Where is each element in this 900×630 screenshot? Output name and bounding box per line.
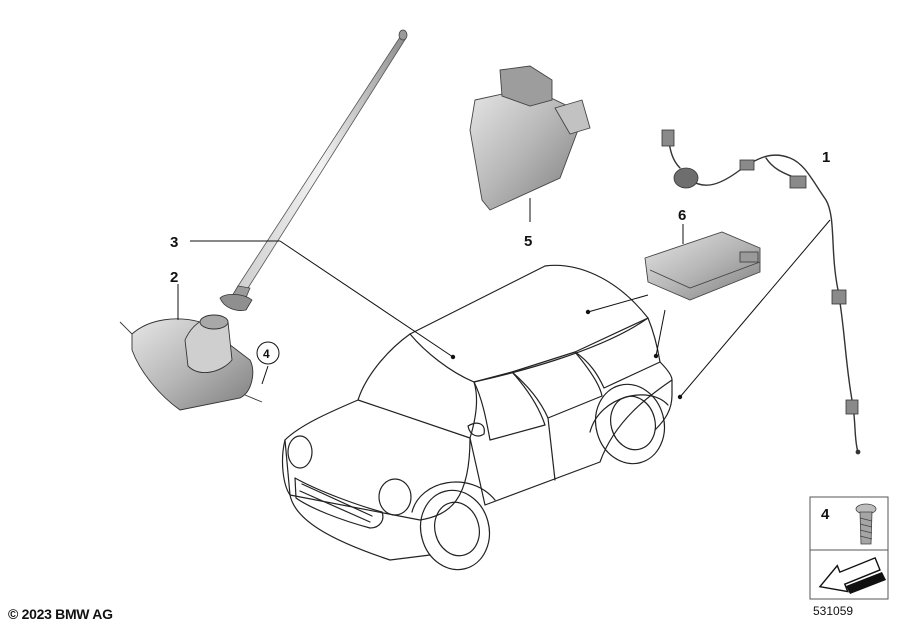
control-unit xyxy=(469,65,591,211)
document-number: 531059 xyxy=(813,604,854,618)
callout-5: 5 xyxy=(524,233,532,250)
antenna-base xyxy=(119,314,263,411)
callout-4-circle xyxy=(256,341,280,365)
leader-lines xyxy=(177,198,831,398)
cable-connectors xyxy=(661,129,861,455)
callout-2: 2 xyxy=(170,269,178,286)
car-outline xyxy=(281,264,673,571)
receiver-module xyxy=(644,231,761,301)
arrow-pointer-icon xyxy=(818,556,886,594)
callout-3: 3 xyxy=(170,234,178,251)
callout-1: 1 xyxy=(822,149,830,166)
parts-legend-box: 4 xyxy=(809,496,889,600)
leader-dots xyxy=(450,309,683,400)
callout-4: 4 xyxy=(263,347,270,361)
screw-icon xyxy=(855,503,877,545)
copyright-text: © 2023 BMW AG xyxy=(8,606,113,622)
rod-antenna xyxy=(219,29,408,311)
callout-6: 6 xyxy=(678,207,686,224)
legend-qty-number: 4 xyxy=(821,506,830,523)
